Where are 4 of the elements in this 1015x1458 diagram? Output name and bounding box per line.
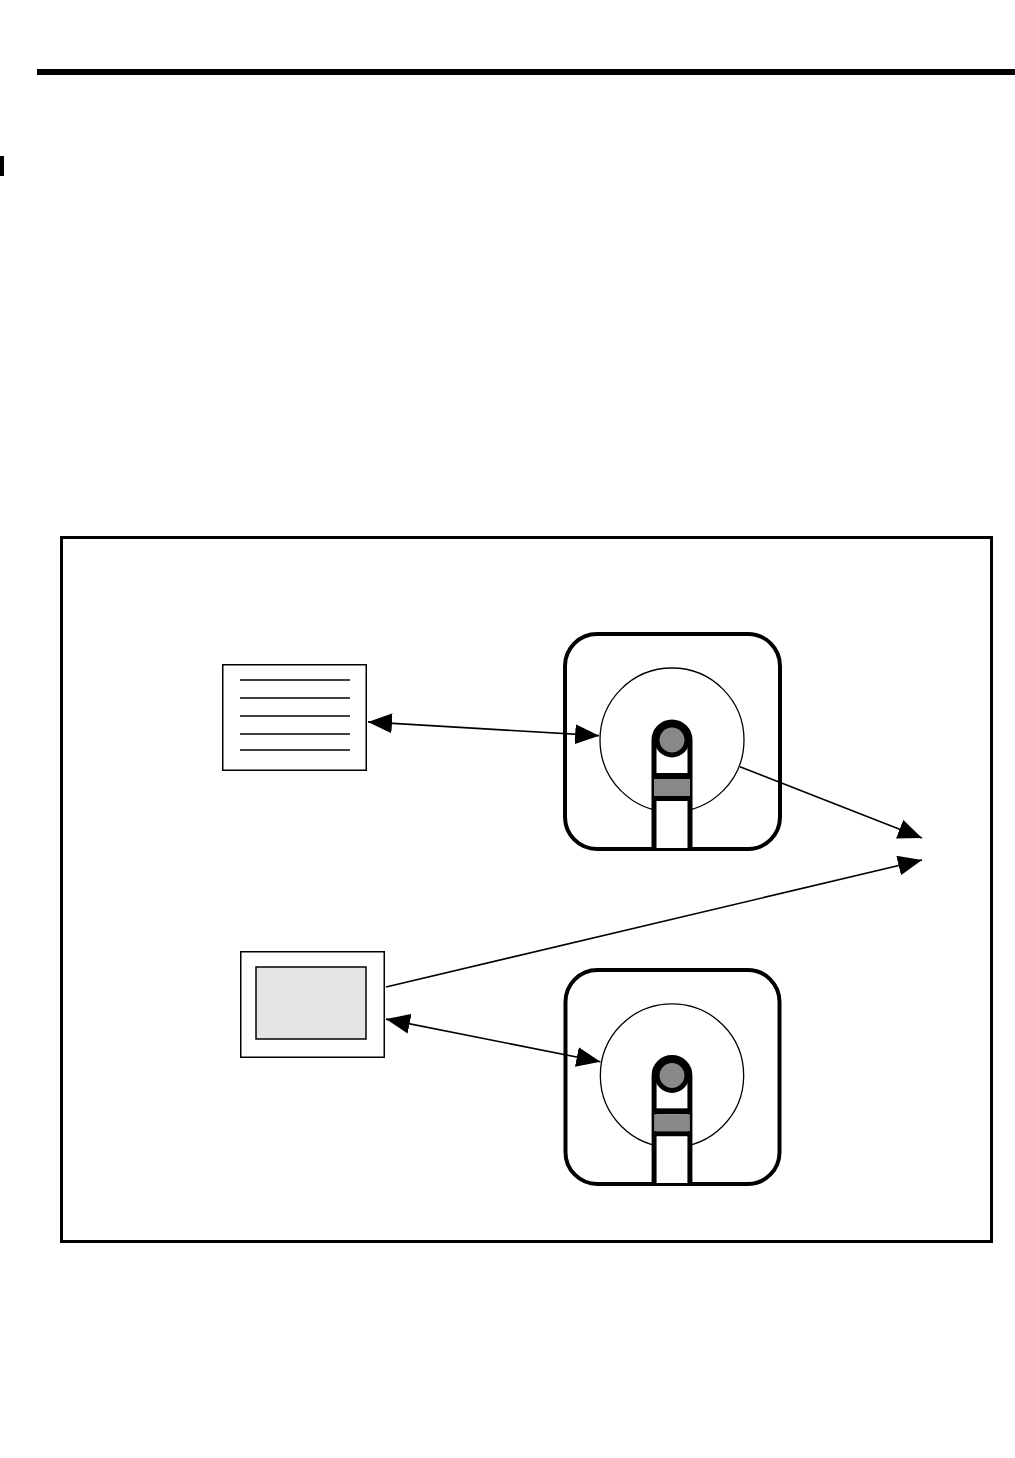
arrow <box>367 713 600 745</box>
arrow <box>739 765 923 839</box>
arrow <box>385 1014 602 1067</box>
arrow <box>385 855 923 988</box>
